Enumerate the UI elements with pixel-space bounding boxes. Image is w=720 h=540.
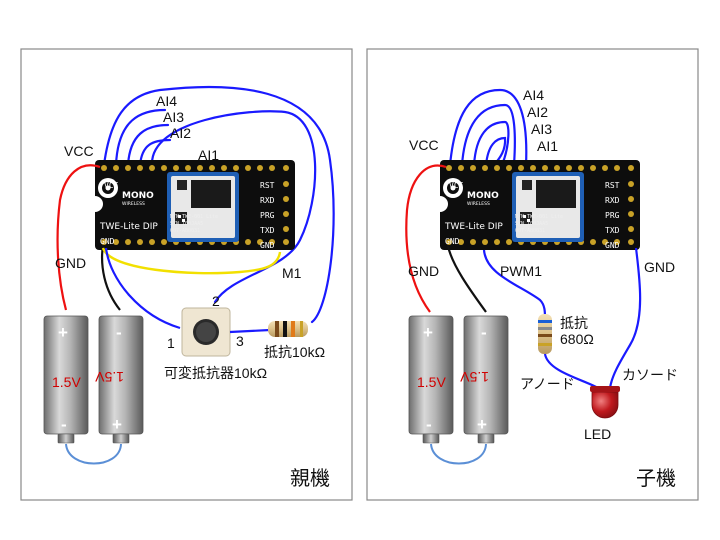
pin-txd: TXD bbox=[260, 226, 275, 235]
label-gnd-right-child: GND bbox=[644, 259, 675, 275]
label-pot-pin3: 3 bbox=[236, 333, 244, 349]
label-ai1-child: AI1 bbox=[537, 138, 558, 154]
pin-rst-child: RST bbox=[605, 181, 620, 190]
right-panel: MONO WIRELESS TWE-Lite DIP VCC GND RST R… bbox=[366, 48, 699, 501]
board-model-child: TWE-Lite DIP bbox=[444, 222, 503, 232]
pwm1-wire bbox=[482, 249, 547, 319]
pin-txd-child: TXD bbox=[605, 226, 620, 235]
brand-line1: MONO bbox=[122, 191, 154, 201]
pin-gnd-right-child: GND bbox=[605, 241, 620, 250]
panel-title-parent: 親機 bbox=[290, 466, 330, 490]
pin-gnd: GND bbox=[100, 237, 115, 246]
label-resistor-line2: 680Ω bbox=[560, 331, 594, 347]
label-m1: M1 bbox=[282, 265, 302, 281]
bat1-bottom-sign-child: - bbox=[426, 415, 432, 434]
pin-prg: PRG bbox=[260, 211, 275, 220]
label-vcc: VCC bbox=[64, 143, 94, 159]
pin-vcc-child: VCC bbox=[449, 181, 464, 190]
bat1-bottom-sign: - bbox=[61, 415, 67, 434]
label-led: LED bbox=[584, 426, 611, 442]
module-text-2: S/N 100JAA5 bbox=[170, 221, 203, 227]
battery-link-wire bbox=[65, 443, 122, 465]
bat1-voltage-child: 1.5V bbox=[417, 374, 446, 390]
label-pot-pin2: 2 bbox=[212, 293, 220, 309]
pin-rst: RST bbox=[260, 181, 275, 190]
brand-line2-child: WIRELESS bbox=[467, 201, 490, 207]
label-ai4-child: AI4 bbox=[523, 87, 544, 103]
vcc-wire bbox=[56, 164, 101, 311]
bat2-top-sign-child: - bbox=[481, 323, 487, 342]
m1-jumper-wire bbox=[101, 247, 282, 275]
board-logo-icon bbox=[98, 178, 118, 198]
bat2-bottom-sign: + bbox=[112, 415, 122, 434]
pin-vcc: VCC bbox=[104, 181, 119, 190]
label-ai2-child: AI2 bbox=[527, 104, 548, 120]
label-ai3-child: AI3 bbox=[531, 121, 552, 137]
label-anode: アノード bbox=[520, 376, 575, 392]
panel-title-child: 子機 bbox=[636, 466, 676, 490]
left-panel: MONO WIRELESS TWE-Lite DIP VCC GND RST R… bbox=[20, 48, 353, 501]
potentiometer bbox=[181, 307, 231, 357]
led bbox=[590, 386, 620, 419]
gnd-wire bbox=[100, 244, 121, 311]
label-ai2: AI2 bbox=[170, 125, 191, 141]
label-resistor: 抵抗10kΩ bbox=[264, 344, 325, 360]
pot-gnd-wire bbox=[104, 247, 181, 330]
label-ai3: AI3 bbox=[163, 109, 184, 125]
label-pot-name: 可変抵抗器10kΩ bbox=[164, 365, 267, 381]
label-ai4: AI4 bbox=[156, 93, 177, 109]
bat1-top-sign-child: + bbox=[423, 323, 433, 342]
brand-line2: WIRELESS bbox=[122, 201, 145, 207]
label-cathode: カソード bbox=[622, 367, 678, 383]
pin-rxd: RXD bbox=[260, 196, 275, 205]
pin-gnd-right: GND bbox=[260, 241, 275, 250]
board-model: TWE-Lite DIP bbox=[99, 222, 158, 232]
pin-prg-child: PRG bbox=[605, 211, 620, 220]
module-text-1: M/N TWE-001 Lite bbox=[170, 214, 218, 220]
bat2-top-sign: - bbox=[116, 323, 122, 342]
resistor-680 bbox=[538, 314, 552, 354]
bat1-voltage: 1.5V bbox=[52, 374, 81, 390]
gnd-wire-child bbox=[446, 245, 487, 313]
module-text-3: 007-AB0031 bbox=[170, 228, 200, 234]
module-text-1-child: M/N TWE-001 Lite bbox=[515, 214, 563, 220]
board-logo-icon-child bbox=[443, 178, 463, 198]
bat2-voltage: 1.5V bbox=[95, 369, 124, 385]
blue-wires-child bbox=[448, 88, 528, 167]
cathode-wire bbox=[608, 247, 642, 389]
label-gnd-left-child: GND bbox=[408, 263, 439, 279]
pin-rxd-child: RXD bbox=[605, 196, 620, 205]
module-text-3-child: 007-AB0031 bbox=[515, 228, 545, 234]
label-vcc-child: VCC bbox=[409, 137, 439, 153]
resistor-10k bbox=[268, 321, 308, 337]
label-pot-pin1: 1 bbox=[167, 335, 175, 351]
bat2-voltage-child: 1.5V bbox=[460, 369, 489, 385]
brand-line1-child: MONO bbox=[467, 191, 499, 201]
pin-gnd-child: GND bbox=[445, 237, 460, 246]
module-text-2-child: S/N 100JAA5 bbox=[515, 221, 548, 227]
label-ai1: AI1 bbox=[198, 147, 219, 163]
bat2-bottom-sign-child: + bbox=[477, 415, 487, 434]
bat1-top-sign: + bbox=[58, 323, 68, 342]
vcc-wire-child bbox=[405, 164, 447, 313]
label-gnd: GND bbox=[55, 255, 86, 271]
label-pwm1: PWM1 bbox=[500, 263, 542, 279]
battery-link-wire-child bbox=[430, 443, 487, 465]
label-resistor-line1: 抵抗 bbox=[560, 315, 588, 331]
